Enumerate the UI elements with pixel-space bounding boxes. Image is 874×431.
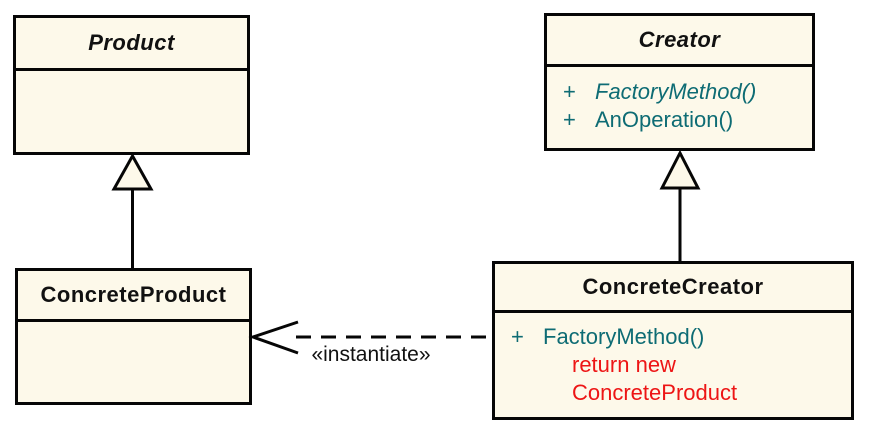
class-box-product: Product (13, 15, 250, 155)
method-row-anoperation: + AnOperation() (547, 106, 812, 134)
method-signature: FactoryMethod() (595, 79, 757, 104)
visibility-icon: + (563, 107, 576, 132)
method-row-factorymethod: + FactoryMethod() (547, 78, 812, 106)
instantiate-label: «instantiate» (311, 343, 431, 366)
class-name-concrete-product: ConcreteProduct (18, 271, 249, 322)
class-body-concrete-creator: + FactoryMethod() return new ConcretePro… (495, 313, 851, 407)
method-signature: FactoryMethod() (543, 324, 705, 349)
class-body-concrete-product (18, 322, 249, 402)
class-box-creator: Creator + FactoryMethod() + AnOperation(… (544, 13, 815, 151)
code-note-line: return new (572, 352, 676, 377)
class-box-concrete-product: ConcreteProduct (15, 268, 252, 405)
code-note-line: ConcreteProduct (572, 380, 738, 405)
inheritance-triangle-icon (659, 149, 701, 190)
inheritance-triangle-icon (111, 152, 154, 191)
visibility-icon: + (511, 324, 524, 349)
class-box-concrete-creator: ConcreteCreator + FactoryMethod() return… (492, 261, 854, 420)
visibility-icon: + (563, 79, 576, 104)
method-signature: AnOperation() (595, 107, 734, 132)
class-name-product: Product (16, 18, 247, 71)
method-row-factorymethod: + FactoryMethod() (495, 323, 851, 351)
class-name-concrete-creator: ConcreteCreator (495, 264, 851, 313)
class-name-creator: Creator (547, 16, 812, 67)
class-body-creator: + FactoryMethod() + AnOperation() (547, 67, 812, 134)
class-body-product (16, 71, 247, 152)
